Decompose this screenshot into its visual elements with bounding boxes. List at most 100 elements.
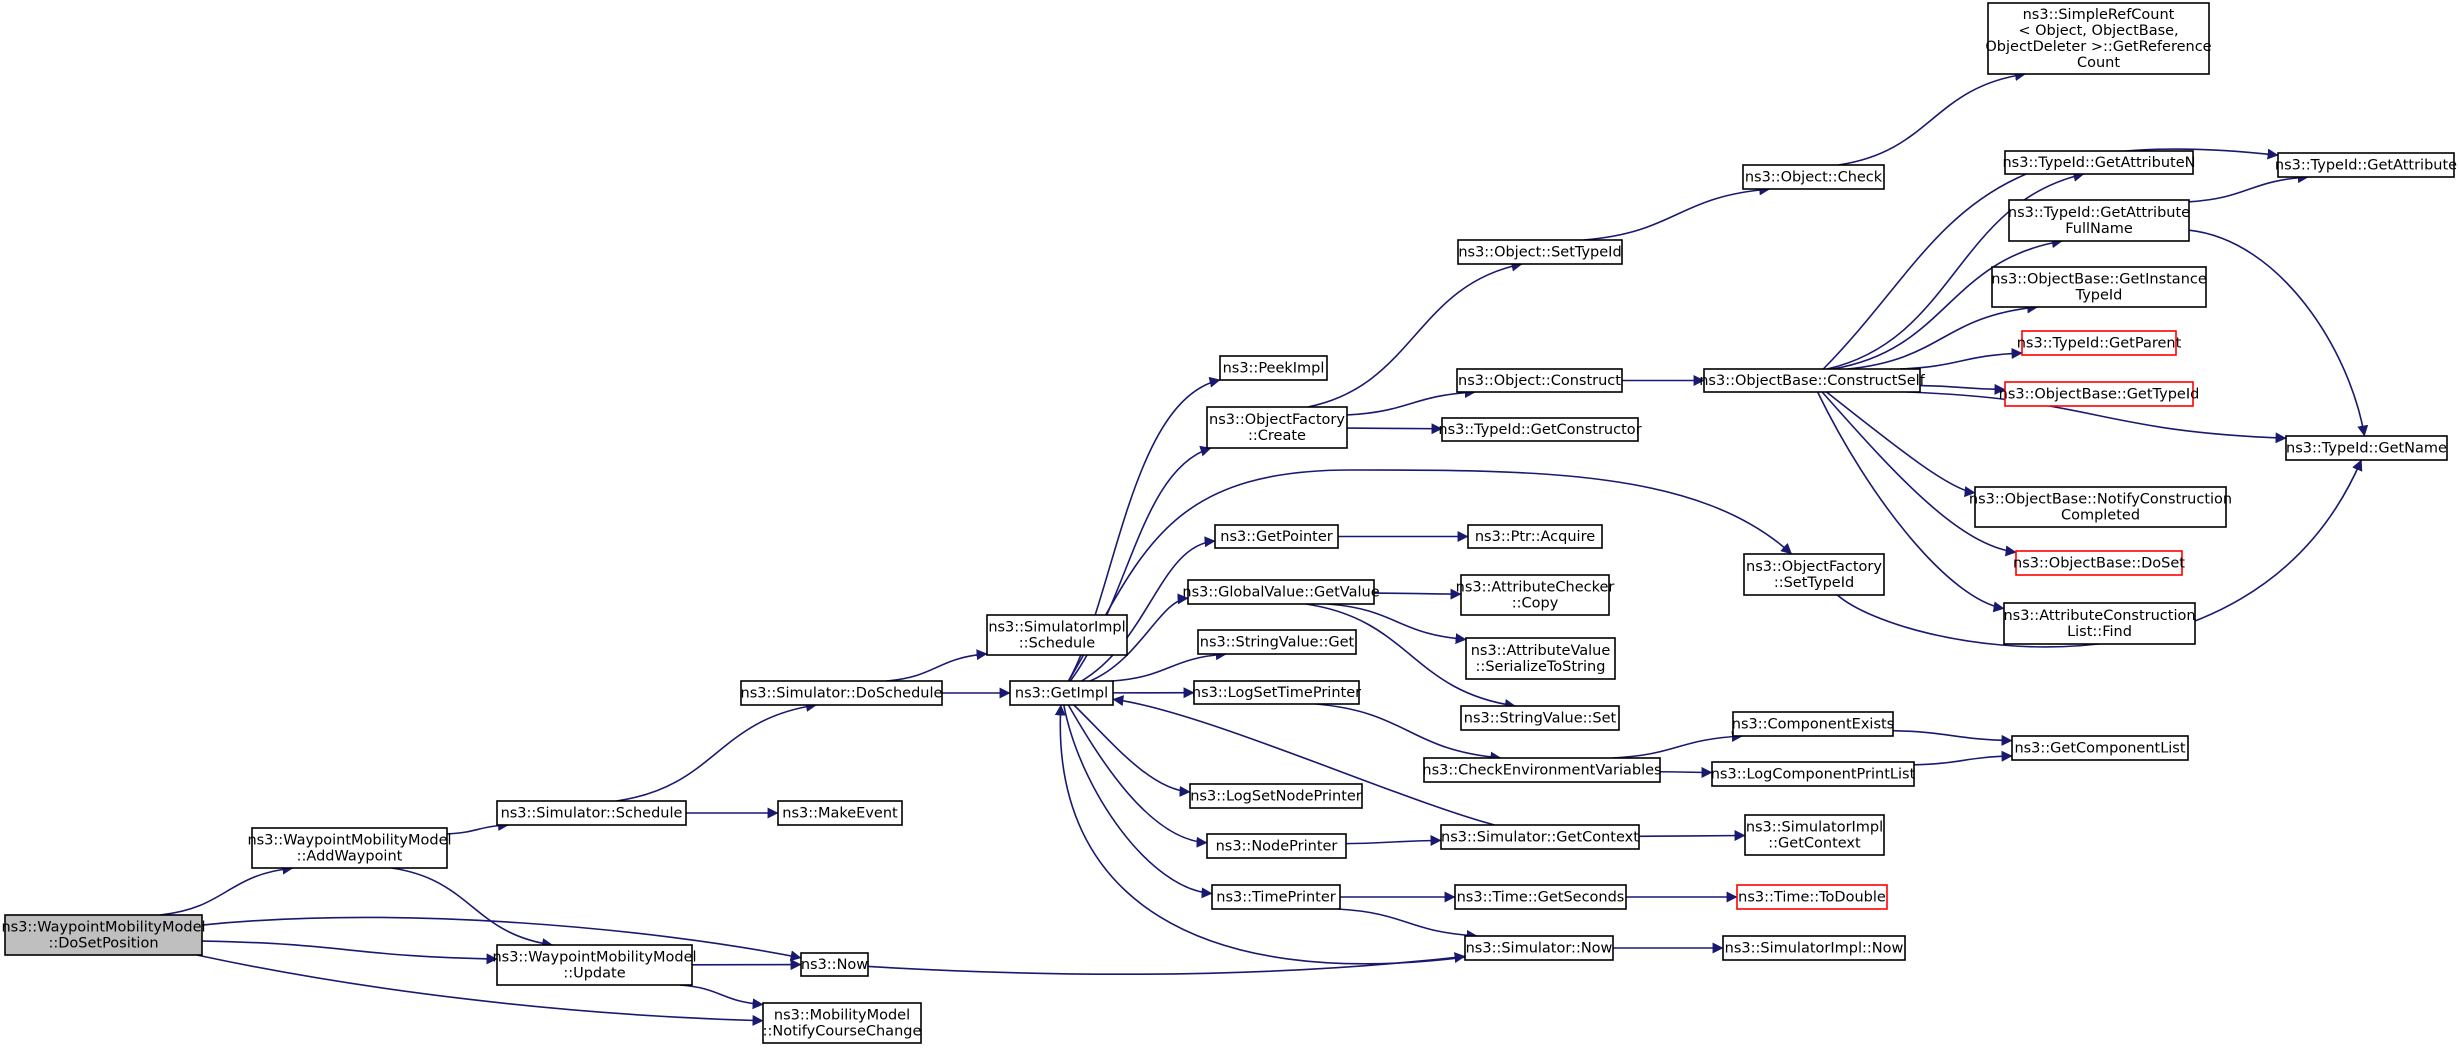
node-label-line: ns3::Simulator::Schedule	[501, 805, 683, 821]
node-box	[1423, 757, 1661, 783]
node-label-line: ns3::Now	[801, 957, 868, 973]
node-box	[2285, 435, 2448, 461]
node-label-line: ns3::Time::GetSeconds	[1457, 889, 1625, 905]
node-peekImpl[interactable]: ns3::PeekImpl	[1219, 355, 1328, 381]
node-box	[1744, 814, 1885, 856]
node-nodePrinter[interactable]: ns3::NodePrinter	[1206, 833, 1347, 859]
node-getImpl[interactable]: ns3::GetImpl	[1009, 680, 1114, 706]
node-getPointer[interactable]: ns3::GetPointer	[1214, 524, 1339, 549]
node-simImplNow[interactable]: ns3::SimulatorImpl::Now	[1722, 935, 1906, 961]
node-box	[1206, 406, 1348, 449]
node-acCopy[interactable]: ns3::AttributeChecker::Copy	[1456, 574, 1615, 616]
node-box	[740, 680, 943, 706]
node-addWaypoint[interactable]: ns3::WaypointMobilityModel::AddWaypoint	[247, 827, 452, 869]
call-edge-nodePrinter-to-simGetContext	[1345, 834, 1442, 846]
node-tidGetAttributeN[interactable]: ns3::TypeId::GetAttributeN	[2002, 150, 2196, 175]
node-label-line: ::SerializeToString	[1476, 659, 1606, 675]
call-edge-getImpl-to-gvGetValue	[1089, 593, 1189, 682]
node-svGet[interactable]: ns3::StringValue::Get	[1197, 629, 1357, 655]
node-label-line: ns3::AttributeChecker	[1456, 579, 1615, 595]
node-label-line: ns3::SimulatorImpl	[1746, 819, 1883, 835]
node-box	[2004, 150, 2194, 175]
node-tidGetName[interactable]: ns3::TypeId::GetName	[2285, 435, 2448, 461]
node-label-line: ns3::StringValue::Get	[1200, 634, 1355, 650]
node-notifyCourseChange[interactable]: ns3::MobilityModel::NotifyCourseChange	[762, 1002, 922, 1044]
node-obNotifyConstructionCompleted[interactable]: ns3::ObjectBase::NotifyConstructionCompl…	[1969, 486, 2232, 528]
node-objSetTypeId[interactable]: ns3::Object::SetTypeId	[1457, 239, 1623, 265]
call-edge-getImpl-to-getPointer	[1081, 536, 1216, 682]
node-label-line: ns3::WaypointMobilityModel	[492, 949, 696, 965]
node-box	[800, 952, 869, 977]
node-avSerialize[interactable]: ns3::AttributeValue::SerializeToString	[1465, 637, 1616, 680]
node-box	[4, 914, 203, 956]
node-ofSetTypeId[interactable]: ns3::ObjectFactory::SetTypeId	[1743, 553, 1885, 596]
node-logSetTimePrinter[interactable]: ns3::LogSetTimePrinter	[1192, 680, 1361, 705]
call-edges	[159, 70, 2369, 1026]
call-edge-getImpl-to-logSetNodePrinter	[1073, 704, 1191, 797]
node-logSetNodePrinter[interactable]: ns3::LogSetNodePrinter	[1189, 783, 1363, 809]
node-tidGetParent[interactable]: ns3::TypeId::GetParent	[2017, 330, 2182, 356]
call-edge-logSetTimePrinter-to-checkEnv	[1315, 703, 1502, 763]
node-box	[1987, 2, 2210, 75]
node-obGetTypeId[interactable]: ns3::ObjectBase::GetTypeId	[1999, 381, 2200, 407]
node-label-line: ns3::Object::SetTypeId	[1458, 244, 1621, 260]
node-label-line: ns3::Object::Check	[1745, 169, 1883, 185]
node-label-line: ::DoSetPosition	[48, 935, 158, 951]
node-gvGetValue[interactable]: ns3::GlobalValue::GetValue	[1182, 579, 1380, 605]
node-simGetContext[interactable]: ns3::Simulator::GetContext	[1440, 824, 1640, 850]
node-ofCreate[interactable]: ns3::ObjectFactory::Create	[1206, 406, 1348, 449]
call-edge-checkEnv-to-componentExists	[1612, 731, 1743, 759]
node-label-line: ns3::WaypointMobilityModel	[247, 832, 451, 848]
node-label-line: Completed	[2061, 507, 2140, 523]
node-simDoSchedule[interactable]: ns3::Simulator::DoSchedule	[740, 680, 943, 706]
call-edge-ofCreate-to-objSetTypeId	[1307, 260, 1523, 408]
node-simNow[interactable]: ns3::Simulator::Now	[1464, 935, 1614, 961]
node-simSchedule[interactable]: ns3::Simulator::Schedule	[496, 800, 687, 826]
node-label-line: ns3::LogComponentPrintList	[1711, 766, 1916, 782]
node-logComponentPrintList[interactable]: ns3::LogComponentPrintList	[1711, 761, 1916, 787]
call-edge-obConstructSelf-to-obNotifyConstructionCompleted	[1826, 391, 1976, 498]
node-wmmUpdate[interactable]: ns3::WaypointMobilityModel::Update	[492, 944, 697, 986]
node-box	[1467, 524, 1603, 549]
call-edge-gvGetValue-to-svSet	[1305, 603, 1516, 710]
node-obDoSet[interactable]: ns3::ObjectBase::DoSet	[2013, 550, 2185, 576]
call-edge-doSetPosition-to-addWaypoint	[159, 863, 294, 916]
node-timePrinter[interactable]: ns3::TimePrinter	[1211, 884, 1341, 910]
node-label-line: ::Create	[1248, 428, 1306, 444]
node-box	[1454, 884, 1627, 910]
node-obConstructSelf[interactable]: ns3::ObjectBase::ConstructSelf	[1699, 368, 1926, 393]
node-simImplSchedule[interactable]: ns3::SimulatorImpl::Schedule	[986, 614, 1128, 656]
node-label-line: ns3::GetPointer	[1220, 529, 1333, 545]
node-svSet[interactable]: ns3::StringValue::Set	[1460, 705, 1620, 731]
node-box	[2003, 602, 2196, 645]
node-ptrAcquire[interactable]: ns3::Ptr::Acquire	[1467, 524, 1603, 549]
node-label-line: < Object, ObjectBase,	[2018, 23, 2178, 39]
node-timeToDouble[interactable]: ns3::Time::ToDouble	[1736, 884, 1888, 910]
node-checkEnv[interactable]: ns3::CheckEnvironmentVariables	[1422, 757, 1662, 783]
node-box	[1441, 417, 1639, 442]
node-tidGetConstructor[interactable]: ns3::TypeId::GetConstructor	[1438, 417, 1642, 442]
node-simImplGetContext[interactable]: ns3::SimulatorImpl::GetContext	[1744, 814, 1885, 856]
node-label-line: ::AddWaypoint	[297, 848, 403, 864]
node-makeEvent[interactable]: ns3::MakeEvent	[777, 800, 903, 826]
call-edge-timePrinter-to-simNow	[1337, 908, 1478, 941]
call-edge-obConstructSelf-to-tidGetName	[1906, 391, 2287, 444]
node-label-line: ns3::Simulator::GetContext	[1441, 829, 1639, 845]
node-simpleRefCount[interactable]: ns3::SimpleRefCount< Object, ObjectBase,…	[1985, 2, 2212, 75]
node-now[interactable]: ns3::Now	[800, 952, 869, 977]
node-componentExists[interactable]: ns3::ComponentExists	[1732, 711, 1895, 737]
node-tidGetAttribute[interactable]: ns3::TypeId::GetAttribute	[2275, 152, 2457, 178]
node-timeGetSeconds[interactable]: ns3::Time::GetSeconds	[1454, 884, 1627, 910]
node-label-line: TypeId	[2075, 287, 2123, 303]
node-objConstruct[interactable]: ns3::Object::Construct	[1456, 368, 1623, 393]
node-objCheck[interactable]: ns3::Object::Check	[1742, 164, 1885, 190]
call-edge-ofSetTypeId-to-tidGetName	[1836, 459, 2363, 648]
node-label-line: ns3::ObjectBase::DoSet	[2013, 555, 2185, 571]
node-label-line: List::Find	[2067, 624, 2132, 640]
node-getComponentList[interactable]: ns3::GetComponentList	[2011, 735, 2189, 761]
call-edge-logComponentPrintList-to-getComponentList	[1913, 750, 2013, 766]
